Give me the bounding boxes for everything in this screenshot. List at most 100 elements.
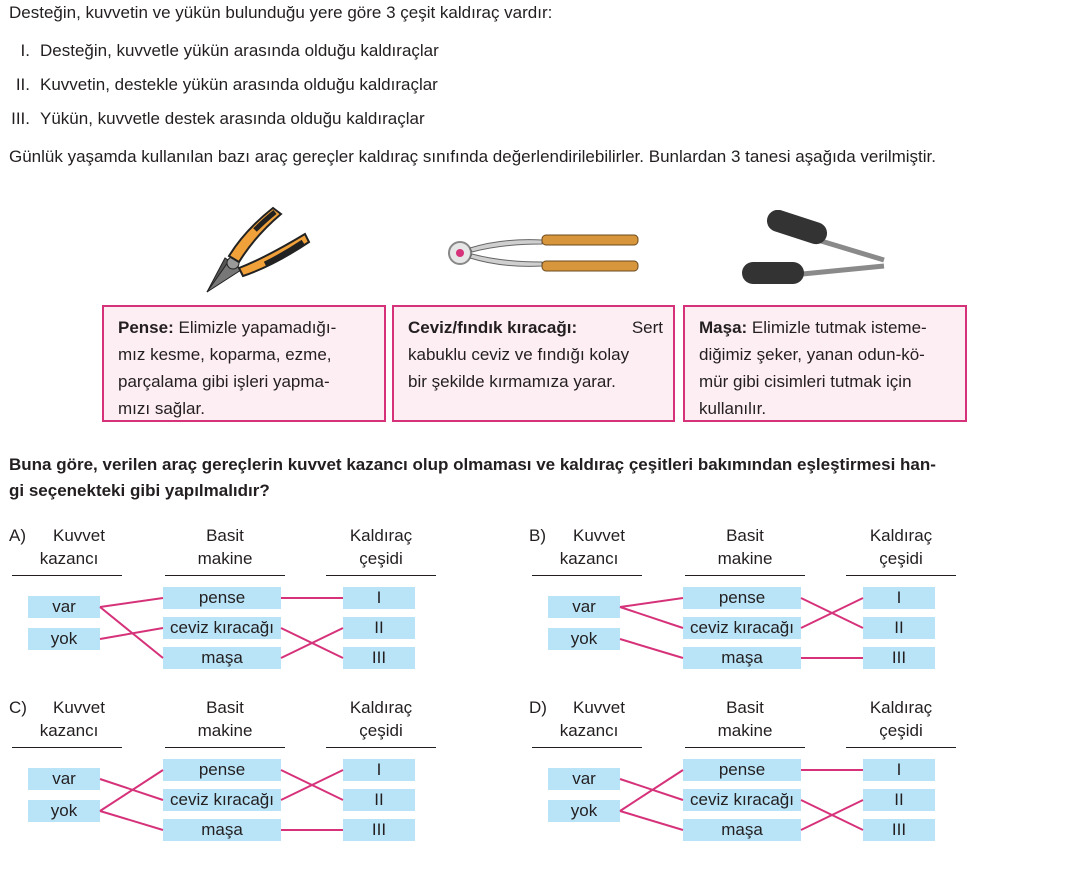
header-simple-machine: Basit [726,526,764,545]
header-rule [846,747,956,748]
header-rule [12,575,122,576]
lever-type-cell: I [343,587,415,609]
match-line [99,597,164,608]
pliers-icon [206,206,311,293]
header-rule [532,575,642,576]
machine-cell: pense [683,587,801,609]
header-rule [326,747,436,748]
header-force-gain: kazancı [39,549,99,568]
force-gain-cell: yok [28,628,100,650]
header-rule [165,747,285,748]
header-rule [846,575,956,576]
card-nutcracker: Ceviz/fındık kıracağı: Sert kabuklu cevi… [392,305,675,422]
machine-cell: ceviz kıracağı [163,617,281,639]
header-simple-machine: Basit [206,698,244,717]
matching-lines [99,597,344,659]
lever-type-cell: III [863,647,935,669]
card-line: parçalama gibi işleri yapma- [118,372,330,391]
option-letter: C) [9,698,27,717]
header-lever-type: çeşidi [359,721,403,740]
force-gain-cell: yok [28,800,100,822]
header-force-gain: kazancı [559,549,619,568]
card-title: Ceviz/fındık kıracağı: [408,318,578,337]
match-line [280,769,344,801]
card-tongs: Maşa: Elimizle tutmak isteme- diğimiz şe… [683,305,967,422]
card-line: bir şekilde kırmamıza yarar. [408,372,616,391]
lever-type-text: Yükün, kuvvetle destek arasında olduğu k… [40,109,425,128]
matching-lines [99,769,344,831]
card-line: Elimizle tutmak isteme- [751,318,927,337]
header-force-gain: Kuvvet [573,526,625,545]
header-force-gain: Kuvvet [53,698,105,717]
lever-type-number: I. [20,41,30,60]
machine-cell: ceviz kıracağı [683,789,801,811]
machine-cell: maşa [163,647,281,669]
header-rule [685,575,805,576]
header-simple-machine: Basit [206,526,244,545]
lever-type-cell: I [863,759,935,781]
lever-type-number: III. [11,109,30,128]
lever-type-cell: III [343,819,415,841]
card-title: Pense: [118,318,174,337]
header-simple-machine: Basit [726,698,764,717]
header-lever-type: çeşidi [879,721,923,740]
option-b[interactable]: B) Kuvvet kazancı Basit makine Kaldıraç çeşidi… [520,0,956,669]
option-letter: B) [529,526,546,545]
option-letter: A) [9,526,26,545]
header-rule [326,575,436,576]
lever-type-cell: II [343,789,415,811]
match-line [99,627,164,640]
card-line: Elimizle yapamadığı- [178,318,337,337]
match-line [99,769,164,812]
header-lever-type: çeşidi [359,549,403,568]
header-force-gain: Kuvvet [573,698,625,717]
lever-type-cell: III [863,819,935,841]
header-force-gain: kazancı [559,721,619,740]
card-line: mız kesme, koparma, ezme, [118,345,332,364]
machine-cell: pense [163,587,281,609]
match-line [619,606,684,629]
question-line: Buna göre, verilen araç gereçlerin kuvve… [9,455,936,474]
machine-cell: pense [163,759,281,781]
card-line: kabuklu ceviz ve fındığı kolay [408,345,630,364]
match-line [280,627,344,659]
header-simple-machine: makine [197,721,253,740]
header-force-gain: Kuvvet [53,526,105,545]
lever-type-cell: III [343,647,415,669]
force-gain-cell: var [28,768,100,790]
header-rule [685,747,805,748]
force-gain-cell: var [548,768,620,790]
card-line: mür gibi cisimleri tutmak için [699,372,912,391]
header-simple-machine: makine [717,721,773,740]
header-rule [12,747,122,748]
force-gain-cell: var [548,596,620,618]
header-lever-type: Kaldıraç [869,526,933,545]
matching-lines [619,769,864,831]
header-lever-type: çeşidi [879,549,923,568]
lever-type-cell: II [343,617,415,639]
lever-type-text: Kuvvetin, destekle yükün arasında olduğu… [40,75,438,94]
lever-type-cell: II [863,617,935,639]
lever-type-cell: I [863,587,935,609]
lever-type-cell: II [863,789,935,811]
lever-type-number: II. [15,75,30,94]
question-line: gi seçenekteki gibi yapılmalıdır? [9,481,270,500]
force-gain-cell: yok [548,628,620,650]
card-title: Maşa: [699,318,748,337]
daily-use-text: Günlük yaşamda kullanılan bazı araç gere… [9,147,936,166]
match-line [800,597,864,629]
machine-cell: maşa [163,819,281,841]
header-rule [532,747,642,748]
header-lever-type: Kaldıraç [869,698,933,717]
lever-type-cell: I [343,759,415,781]
header-simple-machine: makine [717,549,773,568]
machine-cell: pense [683,759,801,781]
machine-cell: maşa [683,819,801,841]
header-simple-machine: makine [197,549,253,568]
force-gain-cell: yok [548,800,620,822]
machine-cell: ceviz kıracağı [683,617,801,639]
header-force-gain: kazancı [39,721,99,740]
